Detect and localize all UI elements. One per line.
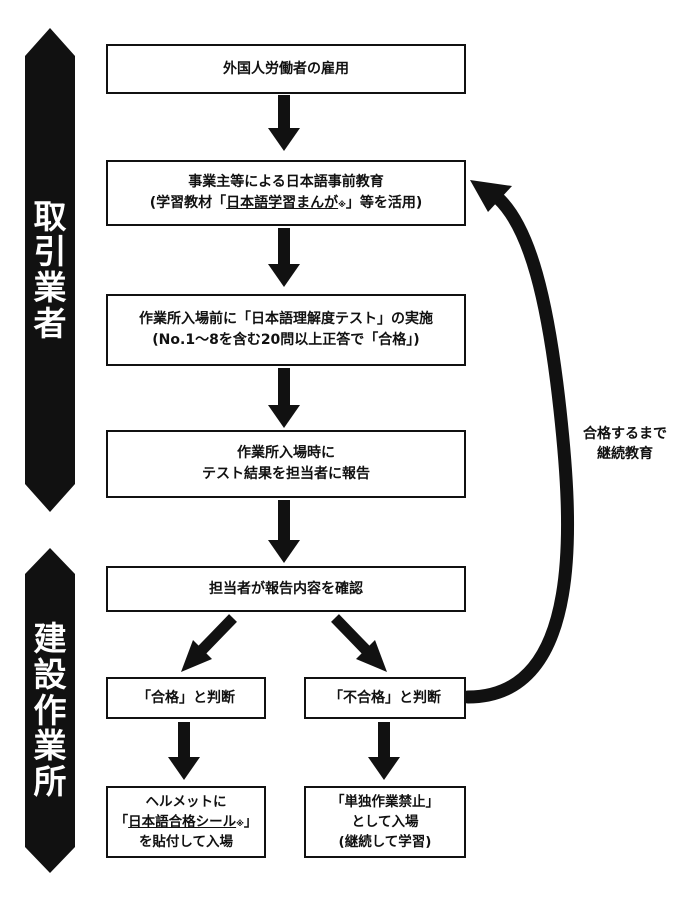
box-fail-result: 「単独作業禁止」 として入場 (継続して学習) xyxy=(304,786,466,858)
box-text: 「単独作業禁止」 xyxy=(331,793,439,810)
side-band-trading-company: 取 引 業 者 xyxy=(25,28,75,512)
note-mark: ※ xyxy=(338,200,346,209)
box-text: (No.1～8を含む20問以上正答で「合格」) xyxy=(152,332,420,348)
box-text: 作業所入場時に xyxy=(237,445,335,461)
box-text: を貼付して入場 xyxy=(138,834,234,851)
box-pass-result: ヘルメットに 「日本語合格シール※」 を貼付して入場 xyxy=(106,786,266,858)
seal-name: 日本語合格シール xyxy=(128,813,237,830)
box-judged-pass: 「合格」と判断 xyxy=(106,677,266,719)
side-band-char: 者 xyxy=(33,303,67,343)
side-band-char: 引 xyxy=(33,232,67,272)
box-text: ヘルメットに xyxy=(145,793,227,810)
box-text: 外国人労働者の雇用 xyxy=(223,60,349,77)
text-fragment: (学習教材「 xyxy=(149,195,227,211)
box-judged-fail: 「不合格」と判断 xyxy=(304,677,466,719)
loop-label-line: 合格するまで xyxy=(583,426,667,442)
box-text: 担当者が報告内容を確認 xyxy=(209,580,363,597)
arrow-down-fail xyxy=(368,722,400,780)
box-text-line: (学習教材「日本語学習まんが※」等を活用) xyxy=(150,193,423,214)
side-band-char: 取 xyxy=(33,196,67,236)
box-confirm-report: 担当者が報告内容を確認 xyxy=(106,566,466,612)
text-fragment: 「 xyxy=(114,813,129,830)
box-text-line: 「日本語合格シール※」 xyxy=(115,812,258,832)
box-text: 「合格」と判断 xyxy=(137,689,235,706)
side-band-char: 業 xyxy=(33,726,67,766)
loop-label-line: 継続教育 xyxy=(597,446,653,463)
box-comprehension-test: 作業所入場前に「日本語理解度テスト」の実施 (No.1～8を含む20問以上正答で… xyxy=(106,294,466,366)
side-band-char: 建 xyxy=(33,619,67,659)
box-pre-education: 事業主等による日本語事前教育 (学習教材「日本語学習まんが※」等を活用) xyxy=(106,160,466,226)
side-band-char: 設 xyxy=(33,655,67,695)
arrow-down-report xyxy=(268,500,300,563)
loop-label: 合格するまで 継続教育 xyxy=(560,424,690,465)
arrow-diagonal-fail xyxy=(331,614,387,672)
side-band-construction-site: 建 設 作 業 所 xyxy=(25,548,75,873)
side-band-char: 所 xyxy=(33,761,67,801)
arrow-down-hire xyxy=(268,95,300,151)
text-fragment: 」 xyxy=(243,813,258,830)
box-text: (継続して学習) xyxy=(338,834,432,851)
arrow-down-test xyxy=(268,368,300,428)
arrow-down-pass xyxy=(168,722,200,780)
box-text: 作業所入場前に「日本語理解度テスト」の実施 xyxy=(139,311,433,327)
box-text: テスト結果を担当者に報告 xyxy=(202,466,370,482)
note-mark: ※ xyxy=(236,818,244,828)
box-text: 事業主等による日本語事前教育 xyxy=(188,174,384,190)
side-band-char: 業 xyxy=(33,268,67,307)
arrow-diagonal-pass xyxy=(181,614,237,672)
arrow-down-education xyxy=(268,228,300,287)
box-text: として入場 xyxy=(351,813,419,830)
box-report-results: 作業所入場時に テスト結果を担当者に報告 xyxy=(106,430,466,498)
side-band-char: 作 xyxy=(33,690,67,730)
loop-arrow-retry xyxy=(461,180,574,704)
box-text: 「不合格」と判断 xyxy=(329,689,441,706)
text-fragment: 」等を活用) xyxy=(345,195,423,211)
box-hire-foreign-workers: 外国人労働者の雇用 xyxy=(106,44,466,94)
material-name: 日本語学習まんが xyxy=(226,195,339,211)
